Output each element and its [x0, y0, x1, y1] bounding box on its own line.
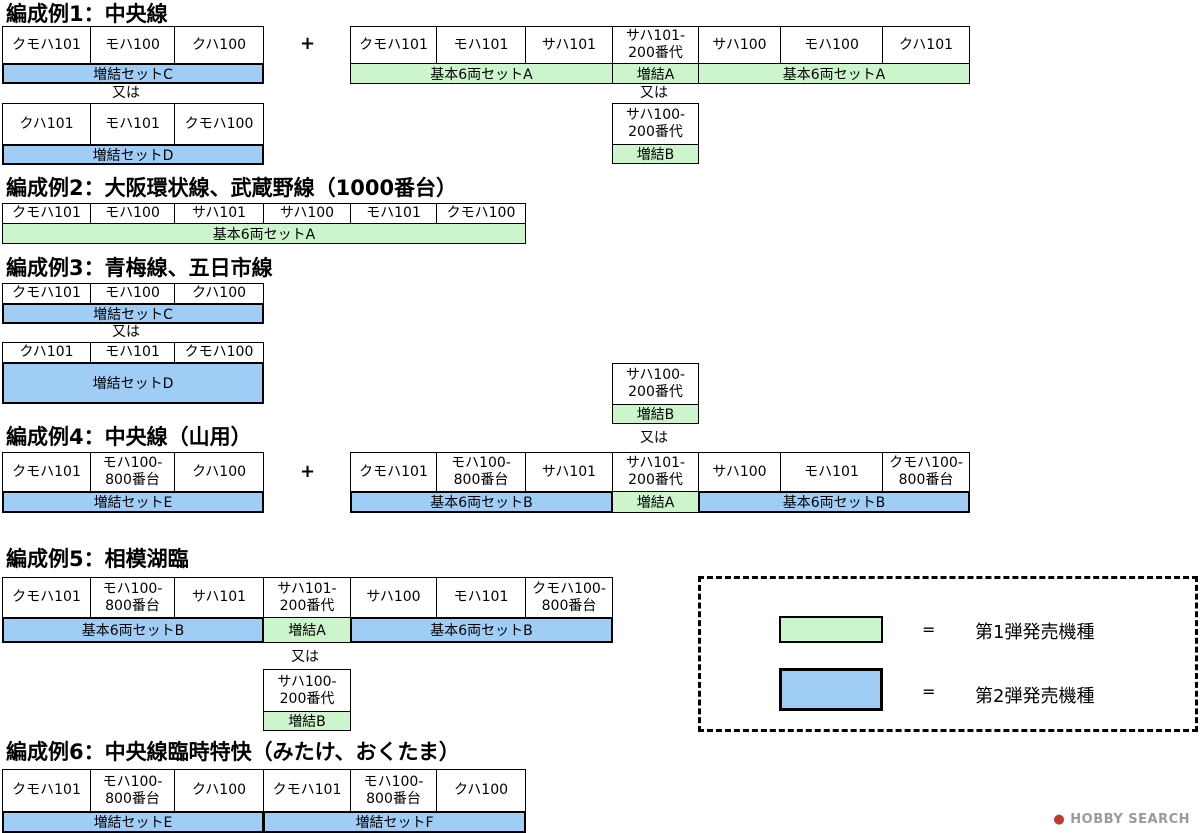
- car-cell: サハ101: [174, 577, 264, 618]
- legend-first-release: 第1弾発売機種: [975, 622, 1095, 643]
- section-title-1: 編成例1：中央線: [6, 2, 168, 26]
- car-cell: サハ100: [350, 577, 437, 618]
- car-cell: サハ100- 200番代: [612, 363, 699, 405]
- set-bar: 基本6両セットA: [2, 223, 526, 244]
- car-cell: モハ100- 800番台: [90, 577, 175, 618]
- set-bar: 基本6両セットA: [698, 63, 970, 84]
- car-cell: クモハ100: [174, 103, 264, 145]
- watermark-logo: ● HOBBY SEARCH: [1053, 812, 1190, 827]
- set-bar: 増結セットF: [263, 811, 526, 833]
- or-label: 又は: [291, 649, 319, 665]
- set-bar: 増結セットC: [2, 63, 264, 84]
- set-bar: 基本6両セットB: [2, 617, 264, 643]
- car-cell: クハ100: [174, 26, 264, 64]
- set-bar: 増結セットE: [2, 811, 264, 833]
- car-cell: モハ101: [90, 103, 175, 145]
- set-bar: 増結A: [263, 617, 351, 643]
- car-cell: クモハ100- 800番台: [882, 452, 970, 492]
- section-title-5: 編成例5：相模湖臨: [6, 547, 189, 571]
- car-cell: モハ101: [780, 452, 883, 492]
- set-bar: 増結セットE: [2, 491, 264, 513]
- car-cell: サハ100: [698, 452, 781, 492]
- logo-icon: ●: [1053, 812, 1066, 827]
- car-cell: クハ101: [882, 26, 970, 64]
- set-bar: 増結A: [612, 63, 699, 84]
- car-cell: モハ100: [90, 26, 175, 64]
- car-cell: モハ100- 800番台: [90, 769, 175, 812]
- legend-equals: =: [922, 620, 936, 639]
- car-cell: クハ100: [174, 452, 264, 492]
- car-cell: モハ100: [90, 283, 175, 304]
- car-cell: クハ100: [174, 283, 264, 304]
- car-cell: サハ100- 200番代: [263, 669, 351, 712]
- car-cell: クモハ101: [2, 283, 91, 304]
- car-cell: モハ100: [90, 203, 175, 224]
- section-title-3: 編成例3：青梅線、五日市線: [6, 256, 273, 280]
- car-cell: クモハ101: [263, 769, 351, 812]
- car-cell: サハ101- 200番代: [612, 452, 699, 492]
- car-cell: クモハ101: [350, 452, 437, 492]
- set-bar: 増結セットD: [2, 362, 264, 404]
- legend-box: [698, 576, 1198, 732]
- car-cell: サハ100- 200番代: [612, 103, 699, 145]
- legend-swatch-second: [779, 668, 883, 711]
- car-cell: クモハ100: [436, 203, 526, 224]
- car-cell: クハ101: [2, 342, 91, 363]
- car-cell: モハ100- 800番台: [436, 452, 526, 492]
- car-cell: モハ100- 800番台: [90, 452, 175, 492]
- set-bar: 増結B: [612, 404, 699, 424]
- car-cell: モハ101: [90, 342, 175, 363]
- plus-sign: +: [300, 33, 316, 54]
- car-cell: モハ101: [436, 577, 526, 618]
- or-label: 又は: [640, 430, 668, 446]
- car-cell: クモハ101: [350, 26, 437, 64]
- car-cell: モハ100: [780, 26, 883, 64]
- set-bar: 基本6両セットB: [698, 491, 970, 513]
- set-bar: 増結セットC: [2, 303, 264, 324]
- car-cell: サハ100: [698, 26, 781, 64]
- set-bar: 増結B: [612, 144, 699, 164]
- car-cell: サハ101: [525, 26, 613, 64]
- car-cell: クハ101: [2, 103, 91, 145]
- car-cell: クモハ101: [2, 769, 91, 812]
- car-cell: クハ100: [174, 769, 264, 812]
- set-bar: 基本6両セットA: [350, 63, 613, 84]
- car-cell: クモハ101: [2, 577, 91, 618]
- car-cell: モハ101: [436, 26, 526, 64]
- car-cell: クモハ101: [2, 26, 91, 64]
- car-cell: サハ100: [263, 203, 351, 224]
- car-cell: サハ101- 200番代: [263, 577, 351, 618]
- set-bar: 増結セットD: [2, 144, 264, 165]
- legend-equals: =: [922, 682, 936, 701]
- car-cell: クモハ101: [2, 203, 91, 224]
- legend-second-release: 第2弾発売機種: [975, 686, 1095, 707]
- section-title-4: 編成例4：中央線（山用）: [6, 425, 252, 449]
- car-cell: モハ100- 800番台: [350, 769, 437, 812]
- car-cell: モハ101: [350, 203, 437, 224]
- or-label: 又は: [640, 85, 668, 101]
- car-cell: サハ101- 200番代: [612, 26, 699, 64]
- set-bar: 増結A: [612, 491, 699, 513]
- set-bar: 基本6両セットB: [350, 617, 613, 643]
- car-cell: サハ101: [174, 203, 264, 224]
- car-cell: クモハ100: [174, 342, 264, 363]
- legend-swatch-first: [779, 616, 883, 643]
- section-title-2: 編成例2：大阪環状線、武蔵野線（1000番台）: [6, 176, 458, 200]
- car-cell: クモハ101: [2, 452, 91, 492]
- set-bar: 基本6両セットB: [350, 491, 613, 513]
- section-title-6: 編成例6：中央線臨時特快（みたけ、おくたま）: [6, 740, 460, 764]
- set-bar: 増結B: [263, 711, 351, 731]
- car-cell: クハ100: [436, 769, 526, 812]
- car-cell: サハ101: [525, 452, 613, 492]
- car-cell: クモハ100- 800番台: [525, 577, 613, 618]
- or-label: 又は: [112, 324, 140, 340]
- plus-sign: +: [300, 461, 316, 482]
- or-label: 又は: [112, 85, 140, 101]
